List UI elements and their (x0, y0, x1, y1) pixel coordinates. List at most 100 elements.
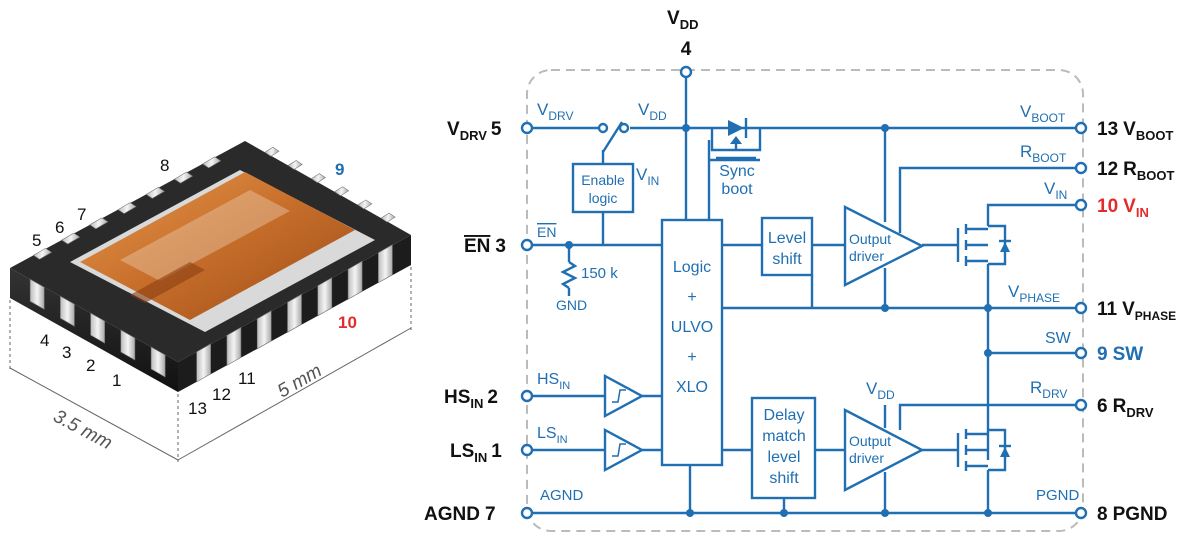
die-trace (120, 190, 290, 281)
pkg-pin-7: 7 (77, 205, 86, 224)
logic-line5: XLO (676, 379, 708, 396)
label-pgnd-internal: PGND (1036, 487, 1080, 504)
pad-back-left-7 (202, 156, 222, 169)
pad-back-left-6 (173, 171, 194, 184)
junction-phase-driver (881, 304, 889, 312)
pin-label-vdd: VDD (667, 8, 698, 32)
resistor-150k (560, 261, 578, 289)
dim-line-length (177, 327, 412, 461)
copper-die (80, 172, 355, 320)
pad-back-right-3 (310, 173, 326, 183)
switch-contact-left (597, 122, 609, 134)
pad-right-2 (226, 326, 242, 366)
label-hsin-internal: HSIN (537, 371, 570, 392)
sync-boot-line1: Sync (719, 163, 755, 180)
pad-left-5 (150, 346, 166, 378)
label-vdrv-internal: VDRV (537, 100, 573, 123)
level-shift-box (760, 216, 814, 277)
label-resistor: 150 k (581, 265, 618, 282)
wire-rboot (898, 166, 1075, 233)
junction-gnd-mosfet (984, 509, 992, 517)
pads-front-right (196, 244, 393, 383)
wire-vin (986, 203, 1075, 226)
buffer-hsin (603, 373, 645, 419)
level-shift-line1: Level (768, 230, 806, 247)
label-rboot-internal: RBOOT (1020, 142, 1067, 165)
pin-circle-vin (1074, 198, 1088, 212)
pkg-pin-3: 3 (62, 343, 71, 362)
dim-line-width (9, 367, 179, 461)
pin-circle-lsin (520, 443, 534, 457)
pad-left-4 (120, 329, 136, 361)
wire-rdrv (898, 403, 1075, 430)
dim-width-label: 3.5 mm (50, 406, 116, 454)
logic-line4: + (687, 349, 696, 366)
boot-diode (728, 120, 744, 136)
delay-line3: level (768, 449, 801, 466)
pad-back-left-1 (32, 247, 53, 260)
wire-diode-bottom (988, 428, 1007, 472)
label-vboot-internal: VBOOT (1020, 102, 1066, 125)
low-side-mosfet (956, 429, 1011, 471)
output-driver-bottom (843, 408, 925, 492)
pad-left-2 (60, 295, 75, 327)
pkg-pin-6: 6 (55, 218, 64, 237)
pad-back-right-5 (357, 199, 373, 210)
label-vdd-low: VDD (866, 379, 895, 402)
pad-back-right-4 (334, 186, 350, 197)
enable-logic-line1: Enable (581, 172, 625, 188)
delay-match-box (750, 396, 817, 500)
label-en-internal: EN (537, 224, 556, 240)
junction-boot (881, 124, 889, 132)
pad-right-3 (256, 310, 272, 350)
driver-bottom-line1: Output (849, 433, 891, 449)
junction-gnd-logic (686, 509, 694, 517)
schmitt-lsin-icon (612, 443, 626, 457)
delay-line2: match (762, 428, 806, 445)
schematic: Enable logic Logic + ULVO + XLO Level sh… (424, 8, 1176, 532)
pad-right-6 (347, 260, 363, 300)
driver-top-line1: Output (849, 231, 891, 247)
package-illustration: 3.5 mm 5 mm 8 9 5 6 7 10 4 3 2 1 13 12 1… (9, 141, 412, 462)
sync-boot-fet (709, 118, 762, 162)
pad-right-1 (196, 343, 211, 383)
delay-line1: Delay (764, 407, 805, 424)
pin-circle-vboot (1074, 121, 1088, 135)
pad-back-left-2 (61, 232, 81, 245)
output-driver-top (843, 205, 925, 287)
switch-contact-right (618, 122, 630, 134)
pad-left-3 (90, 312, 105, 344)
pin-circle-rboot (1074, 161, 1088, 175)
pin-circle-vphase (1074, 301, 1088, 315)
high-side-mosfet (956, 224, 1011, 266)
label-lsin-internal: LSIN (537, 425, 568, 446)
pad-back-left-3 (89, 217, 109, 230)
driver-top-line2: driver (849, 248, 884, 264)
sync-boot-line2: boot (721, 181, 753, 198)
pin-circle-sw (1074, 346, 1088, 360)
junction-gnd-driver (881, 509, 889, 517)
label-sw-internal: SW (1045, 330, 1072, 347)
pin-num-vdd: 4 (681, 39, 692, 60)
pads-back (32, 146, 396, 260)
pad-right-5 (317, 277, 333, 317)
pkg-pin-1: 1 (112, 371, 121, 390)
pad-back-right-2 (287, 160, 303, 170)
logic-line3: ULVO (671, 319, 713, 336)
dim-length-label: 5 mm (274, 360, 326, 402)
pad-right-4 (287, 293, 302, 333)
junction-phase (984, 304, 992, 312)
buffer-lsin (603, 427, 645, 473)
pkg-pin-4: 4 (40, 331, 49, 350)
